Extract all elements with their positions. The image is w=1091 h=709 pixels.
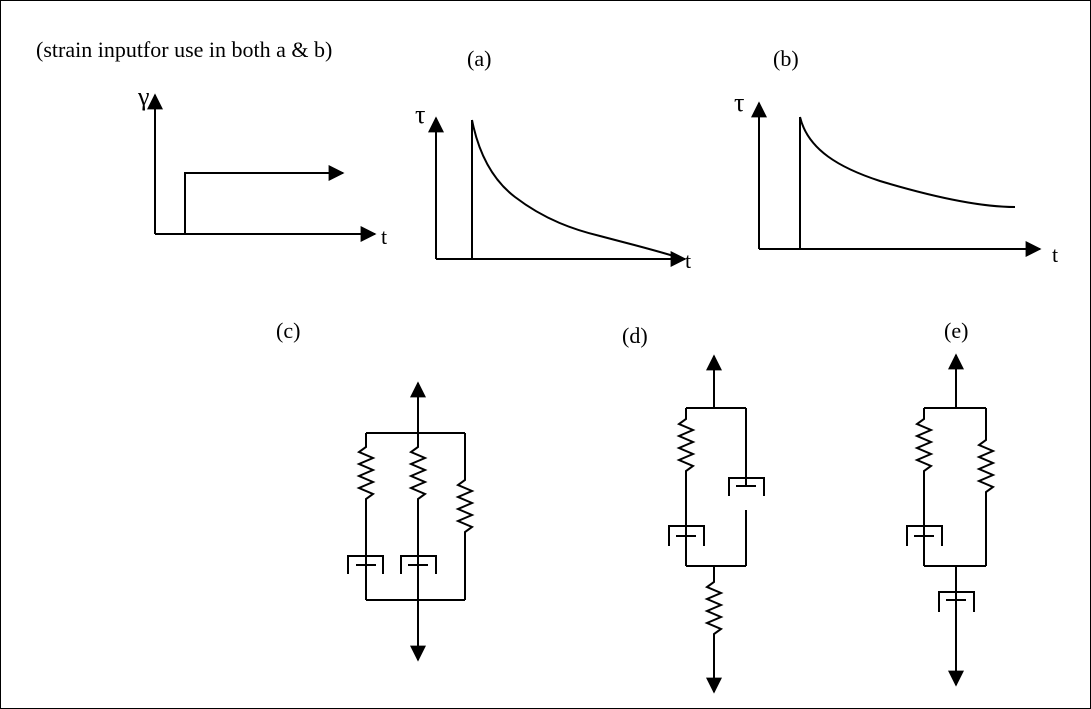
c-spring-2	[408, 433, 428, 566]
input-gamma-label: γ	[138, 82, 150, 111]
model-c	[347, 381, 475, 662]
caption-text: (strain inputfor use in both a & b)	[36, 37, 333, 62]
c-spring-1	[356, 433, 376, 566]
a-tau-label: τ	[415, 100, 426, 129]
input-t-label: t	[381, 224, 388, 249]
label-e: (e)	[944, 318, 969, 343]
e-spring-left	[914, 408, 934, 536]
c-dashpot-2-cylinder	[400, 555, 437, 574]
a-relaxation-curve	[471, 119, 681, 259]
d-spring-bottom	[704, 566, 724, 690]
b-t-label: t	[1052, 242, 1059, 267]
c-dashpot-1-cylinder	[347, 555, 384, 574]
d-dashpot-left-cylinder	[668, 525, 705, 546]
d-spring-left	[676, 408, 696, 536]
model-e	[906, 353, 996, 687]
e-dashpot-left-cylinder	[906, 525, 943, 546]
a-t-label: t	[685, 248, 692, 273]
model-d	[668, 354, 765, 694]
plot-a	[428, 116, 687, 267]
d-dashpot-right-cylinder	[728, 477, 765, 496]
label-b: (b)	[773, 46, 799, 71]
c-spring-3	[455, 433, 475, 600]
label-c: (c)	[276, 318, 301, 343]
plot-b	[751, 101, 1042, 257]
label-a: (a)	[467, 46, 492, 71]
e-spring-right	[976, 408, 996, 566]
input-step-line	[184, 172, 342, 234]
strain-input-plot	[147, 93, 377, 242]
b-tau-label: τ	[734, 88, 745, 117]
b-relaxation-curve	[799, 116, 1016, 208]
e-dashpot-bottom-cylinder	[938, 591, 975, 612]
label-d: (d)	[622, 323, 648, 348]
